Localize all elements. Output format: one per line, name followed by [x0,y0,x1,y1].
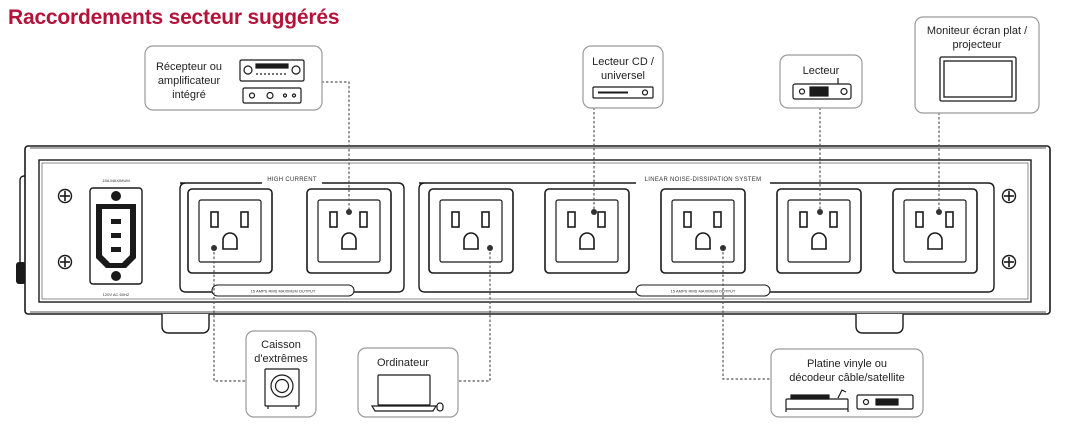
turntable-label-1: Platine vinyle ou [807,358,887,370]
plug-dot [487,245,493,251]
screw-icon [57,254,73,270]
outlet-lin-5 [892,188,978,274]
device-turntable: Platine vinyle ou décodeur câble/satelli… [770,348,924,418]
inlet-rating-top: 15A MAXIMUM [102,178,129,183]
turntable-label-2: décodeur câble/satellite [789,372,905,384]
device-receiver: Récepteur ou amplificateur intégré [144,45,323,111]
outlet-lin-2 [544,188,630,274]
foot-right [855,314,904,334]
cd-label-2: universel [601,70,645,82]
plug-dot [591,209,597,215]
outlet-lin-4 [776,188,862,274]
diagram-title: Raccordements secteur suggérés [8,6,340,29]
computer-label: Ordinateur [377,357,429,369]
outlet-lin-3 [660,188,746,274]
outlet-lin-1 [428,188,514,274]
receiver-icon [239,59,305,104]
plug-dot [346,209,352,215]
linear-rating: 15 AMPS RMS MAXIMUM OUTPUT [671,289,736,294]
foot-left [161,314,210,334]
monitor-label-2: projecteur [953,39,1002,51]
monitor-icon [939,56,1017,102]
screw-icon [111,271,121,281]
device-subwoofer: Caisson d'extrêmes [245,330,317,418]
power-conditioner: 15A MAXIMUM 120V AC 60HZ HIGH CURRENT 15… [16,145,1051,334]
set-top-box-icon [856,394,914,410]
screw-icon [111,191,121,201]
high-current-label: HIGH CURRENT [267,177,317,183]
device-cd-player: Lecteur CD / universel [582,45,664,109]
receiver-label-2: amplificateur [158,75,221,87]
device-monitor: Moniteur écran plat / projecteur [914,16,1040,114]
laptop-icon [370,374,444,412]
plug-dot [720,245,726,251]
plug-dot [817,209,823,215]
outlet-hc-1 [187,188,273,274]
subwoofer-label-1: Caisson [261,339,301,351]
inlet-rating-bottom: 120V AC 60HZ [103,292,130,297]
screw-icon [1001,254,1017,270]
subwoofer-icon [264,368,300,409]
turntable-icon [785,389,849,412]
line-subwoofer [213,247,247,382]
line-turntable [722,247,772,380]
receiver-label-1: Récepteur ou [156,61,222,73]
rear-side-bump [16,262,26,284]
player-icon [792,78,852,100]
line-receiver [321,81,350,213]
cd-player-icon [592,86,654,99]
device-player: Lecteur [779,54,863,109]
player-label: Lecteur [803,65,840,77]
plug-dot [211,245,217,251]
cd-label-1: Lecteur CD / [592,56,655,68]
line-computer [457,247,491,382]
linear-group: LINEAR NOISE-DISSIPATION SYSTEM 15 AMPS … [418,177,995,297]
high-current-group: HIGH CURRENT 15 AMPS RMS MAXIMUM OUTPUT [179,177,405,297]
linear-label: LINEAR NOISE-DISSIPATION SYSTEM [645,177,762,183]
screw-icon [57,188,73,204]
screw-icon [1001,188,1017,204]
device-computer: Ordinateur [357,347,459,418]
monitor-label-1: Moniteur écran plat / [927,25,1028,37]
subwoofer-label-2: d'extrêmes [254,353,308,365]
connection-lines [213,81,940,382]
outlet-hc-2 [306,188,392,274]
high-current-rating: 15 AMPS RMS MAXIMUM OUTPUT [251,289,316,294]
plug-dot [936,209,942,215]
receiver-label-3: intégré [172,89,206,101]
iec-power-inlet: 15A MAXIMUM 120V AC 60HZ [89,178,143,297]
